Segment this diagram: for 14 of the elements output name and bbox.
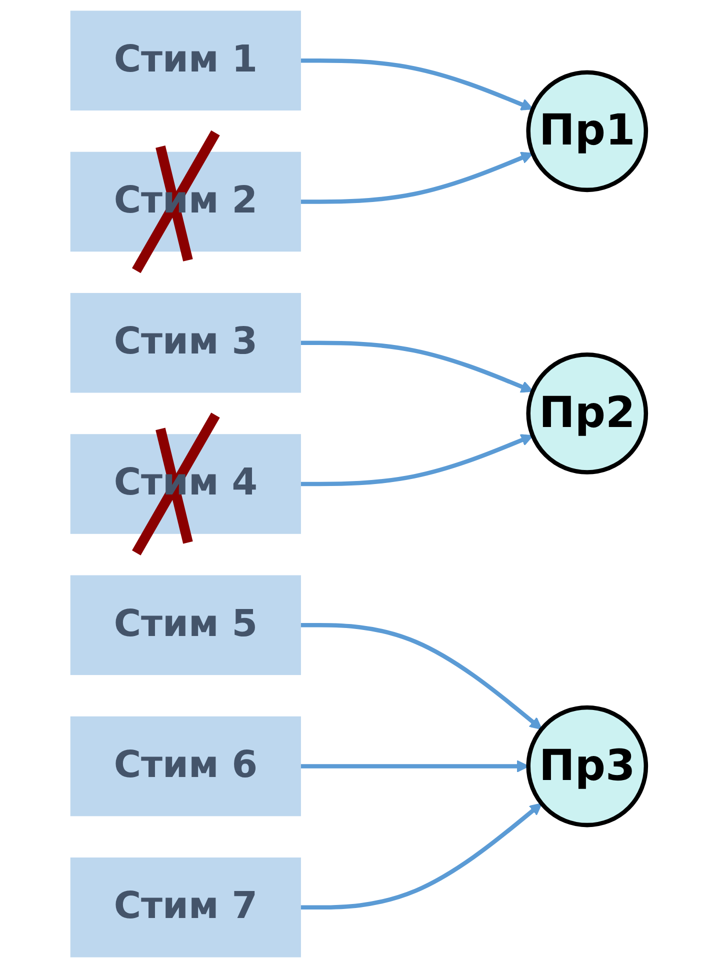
arrow: [300, 58, 534, 110]
node-box: Стим 3: [70, 292, 301, 393]
node-box: Стим 5: [70, 575, 301, 676]
arrow: [300, 802, 542, 910]
arrow: [300, 623, 542, 730]
node-box: Стим 6: [70, 716, 301, 816]
arrow: [300, 340, 534, 393]
arrow: [300, 434, 534, 486]
node-box: Стим 1: [70, 10, 301, 110]
node-box: Стим 7: [70, 858, 301, 958]
arrow: [300, 152, 534, 204]
node-circle: Пр3: [526, 705, 648, 828]
node-circle: Пр2: [526, 352, 648, 474]
node-circle: Пр1: [526, 70, 648, 192]
